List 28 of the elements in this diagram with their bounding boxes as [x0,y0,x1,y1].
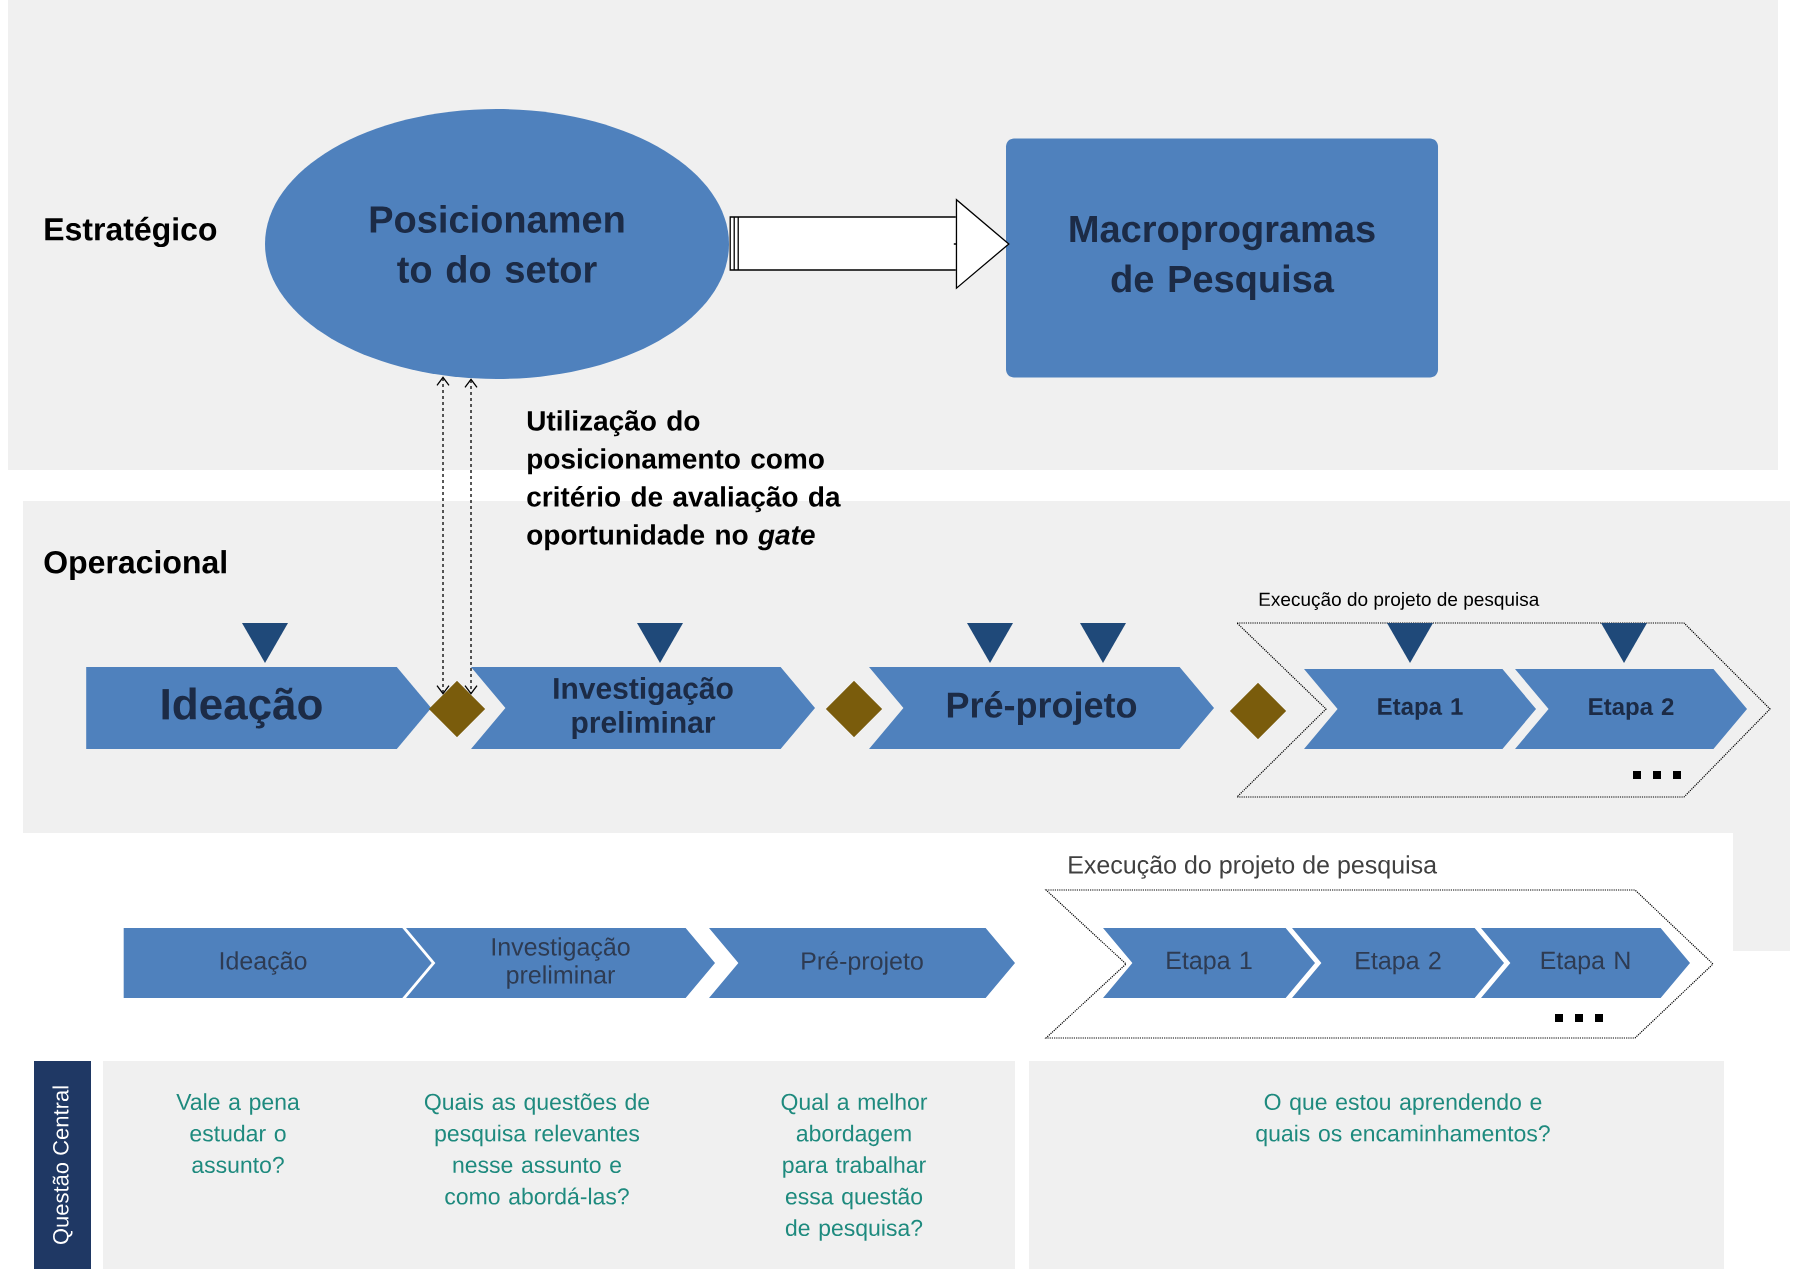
question-cell: Vale a pena estudar o assunto? Quais as questões de pesquisa relevantes nesse assunto e como abordá-las? Qual a melhor abordagem para trabalhar essa questão de pesquisa? [103,1061,1015,1269]
node-label: Etapa 1 [1378,698,1463,720]
process-box: Macroprogramas de Pesquisa [1006,138,1438,378]
node-label: Etapa 2 [1356,951,1441,975]
process-step: Ideação [123,928,432,998]
side-bar: Questão Central [34,1061,91,1269]
node-label: Etapa 1 [1167,951,1252,975]
gate-diamond [1229,682,1287,740]
node-label: Ideação [220,951,307,975]
note-text: Utilização do posicionamento como critério de avaliação da oportunidade no gate [527,410,841,551]
node-label: Investigação preliminar [492,937,630,989]
process-step: Ideação [86,667,432,749]
dashed-arrow [464,378,478,695]
node-label: Execução do projeto de pesquisa [1259,592,1540,610]
gate-diamond [825,680,883,738]
gate-diamond [428,680,486,738]
node-label: Etapa N [1541,951,1630,975]
process-step: Etapa 2 [1292,928,1504,998]
dashed-arrow [436,376,450,695]
process-step: Etapa 2 [1515,669,1747,749]
process-step: Etapa 1 [1103,928,1315,998]
process-step: Etapa N [1481,928,1690,998]
node-label: Execução do projeto de pesquisa [1069,855,1438,879]
question-cell: O que estou aprendendo e quais os encaminhamentos? [1029,1061,1724,1269]
process-step: Pré-projeto [709,928,1015,998]
node-label: Etapa 2 [1589,698,1674,720]
process-step: Investigação preliminar [406,928,715,998]
process-step: Etapa 1 [1304,669,1536,749]
